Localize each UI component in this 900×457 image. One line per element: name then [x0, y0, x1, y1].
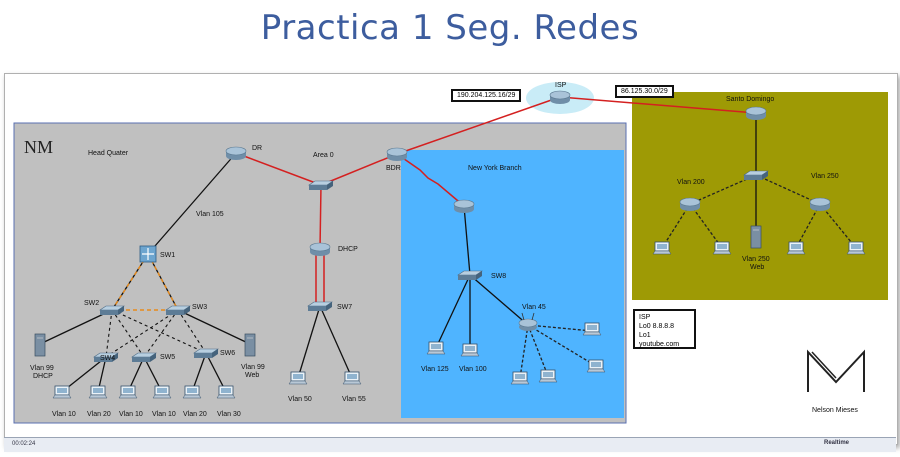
- device-label-bdr: BDR: [386, 165, 401, 172]
- pc-icon[interactable]: [288, 371, 308, 385]
- pc-icon[interactable]: [846, 241, 866, 255]
- vlan-label-250-web-2: Web: [750, 264, 764, 271]
- switch-area0-icon[interactable]: [308, 180, 334, 190]
- vlan-label-45: Vlan 45: [522, 304, 546, 311]
- device-label-sw8: SW8: [491, 273, 506, 280]
- area-label-sd: Santo Domingo: [726, 96, 774, 103]
- wireless-router-icon[interactable]: [518, 312, 538, 331]
- pc-icon[interactable]: [586, 359, 606, 373]
- server-vlan250-web-icon[interactable]: [750, 225, 762, 249]
- ip-box-hq-isp: 190.204.125.16/29: [451, 89, 522, 102]
- router-isp-icon[interactable]: [549, 90, 571, 104]
- device-label-sw4: SW4: [100, 355, 115, 362]
- vlan-label-hq-pc1: Vlan 10: [52, 411, 76, 418]
- device-label-dhcp: DHCP: [338, 246, 358, 253]
- device-label-isp: ISP: [555, 82, 567, 89]
- small-logo: NM: [22, 133, 53, 157]
- wan-links: [235, 96, 757, 306]
- sim-time: 00:02:24: [12, 441, 36, 447]
- vlan-label-hq-pc2: Vlan 20: [87, 411, 111, 418]
- vlan-label-99-dhcp-2: DHCP: [33, 373, 53, 380]
- switch-sw6-icon[interactable]: [193, 348, 219, 358]
- device-label-sw6: SW6: [220, 350, 235, 357]
- vlan-label-250: Vlan 250: [811, 173, 839, 180]
- santo-domingo-area: [632, 92, 888, 300]
- isp-info-line2: Lo0 8.8.8.8: [639, 323, 675, 330]
- device-label-sw2: SW2: [84, 300, 99, 307]
- pc-icon[interactable]: [182, 385, 202, 399]
- svg-text:NM: NM: [24, 137, 53, 157]
- router-vlan200-icon[interactable]: [679, 197, 701, 211]
- pc-icon[interactable]: [582, 322, 602, 336]
- vlan-label-99-web-1: Vlan 99: [241, 364, 265, 371]
- vlan-label-55: Vlan 55: [342, 396, 366, 403]
- pc-icon[interactable]: [510, 371, 530, 385]
- server-dhcp-icon[interactable]: [34, 333, 46, 357]
- switch-sw3-icon[interactable]: [165, 305, 191, 315]
- switch-sw1-icon[interactable]: [139, 245, 157, 263]
- switch-sd-icon[interactable]: [743, 170, 769, 180]
- pc-icon[interactable]: [88, 385, 108, 399]
- big-logo: Nelson Mieses: [807, 349, 865, 414]
- vlan-label-200: Vlan 200: [677, 179, 705, 186]
- page-title: Practica 1 Seg. Redes: [260, 8, 640, 48]
- pc-icon[interactable]: [152, 385, 172, 399]
- router-sd-icon[interactable]: [745, 106, 767, 120]
- pc-icon[interactable]: [342, 371, 362, 385]
- pc-icon[interactable]: [786, 241, 806, 255]
- vlan-label-99-web-2: Web: [245, 372, 259, 379]
- vlan-label-99-dhcp-1: Vlan 99: [30, 365, 54, 372]
- device-label-dr: DR: [252, 145, 262, 152]
- area-label-hq: Head Quater: [88, 150, 129, 157]
- pc-icon[interactable]: [52, 385, 72, 399]
- server-web-icon[interactable]: [244, 333, 256, 357]
- pc-icon[interactable]: [118, 385, 138, 399]
- area-label-area0: Area 0: [313, 152, 334, 159]
- router-ny-icon[interactable]: [453, 199, 475, 213]
- wireless-links: [519, 174, 857, 379]
- pc-icon[interactable]: [460, 343, 480, 357]
- router-bdr-icon[interactable]: [386, 147, 408, 161]
- switch-sw4-icon[interactable]: [93, 352, 119, 362]
- vlan-label-50: Vlan 50: [288, 396, 312, 403]
- isp-info-note: ISP Lo0 8.8.8.8 Lo1 youtube.com: [633, 309, 696, 349]
- logo-name: Nelson Mieses: [812, 407, 858, 414]
- router-dr-icon[interactable]: [225, 146, 247, 160]
- device-label-sw1: SW1: [160, 252, 175, 259]
- router-dhcp-icon[interactable]: [309, 242, 331, 256]
- vlan-label-100: Vlan 100: [459, 366, 487, 373]
- vlan-label-hq-pc5: Vlan 20: [183, 411, 207, 418]
- ip-box-isp-sd: 86.125.30.0/29: [615, 85, 674, 98]
- vlan-label-hq-pc6: Vlan 30: [217, 411, 241, 418]
- realtime-mode-button[interactable]: Realtime: [824, 440, 850, 446]
- device-label-sw5: SW5: [160, 354, 175, 361]
- new-york-branch-area: [401, 150, 624, 418]
- vlan-label-105: Vlan 105: [196, 211, 224, 218]
- pc-icon[interactable]: [216, 385, 236, 399]
- switch-sw8-icon[interactable]: [457, 270, 483, 280]
- isp-info-line3: Lo1 youtube.com: [639, 332, 680, 348]
- pc-icon[interactable]: [652, 241, 672, 255]
- switch-sw2-icon[interactable]: [99, 305, 125, 315]
- vlan-label-250-web-1: Vlan 250: [742, 256, 770, 263]
- pc-icon[interactable]: [538, 369, 558, 383]
- status-bar: 00:02:24 Realtime: [4, 437, 896, 452]
- device-label-sw7: SW7: [337, 304, 352, 311]
- switch-sw5-icon[interactable]: [131, 352, 157, 362]
- vlan-label-hq-pc3: Vlan 10: [119, 411, 143, 418]
- vlan-label-125: Vlan 125: [421, 366, 449, 373]
- pc-icon[interactable]: [426, 341, 446, 355]
- router-vlan250-icon[interactable]: [809, 197, 831, 211]
- pc-icon[interactable]: [712, 241, 732, 255]
- device-label-sw3: SW3: [192, 304, 207, 311]
- isp-info-line1: ISP: [639, 314, 651, 321]
- vlan-label-hq-pc4: Vlan 10: [152, 411, 176, 418]
- access-trunk-links: [105, 309, 207, 358]
- area-label-ny: New York Branch: [468, 165, 522, 172]
- switch-sw7-icon[interactable]: [307, 301, 333, 311]
